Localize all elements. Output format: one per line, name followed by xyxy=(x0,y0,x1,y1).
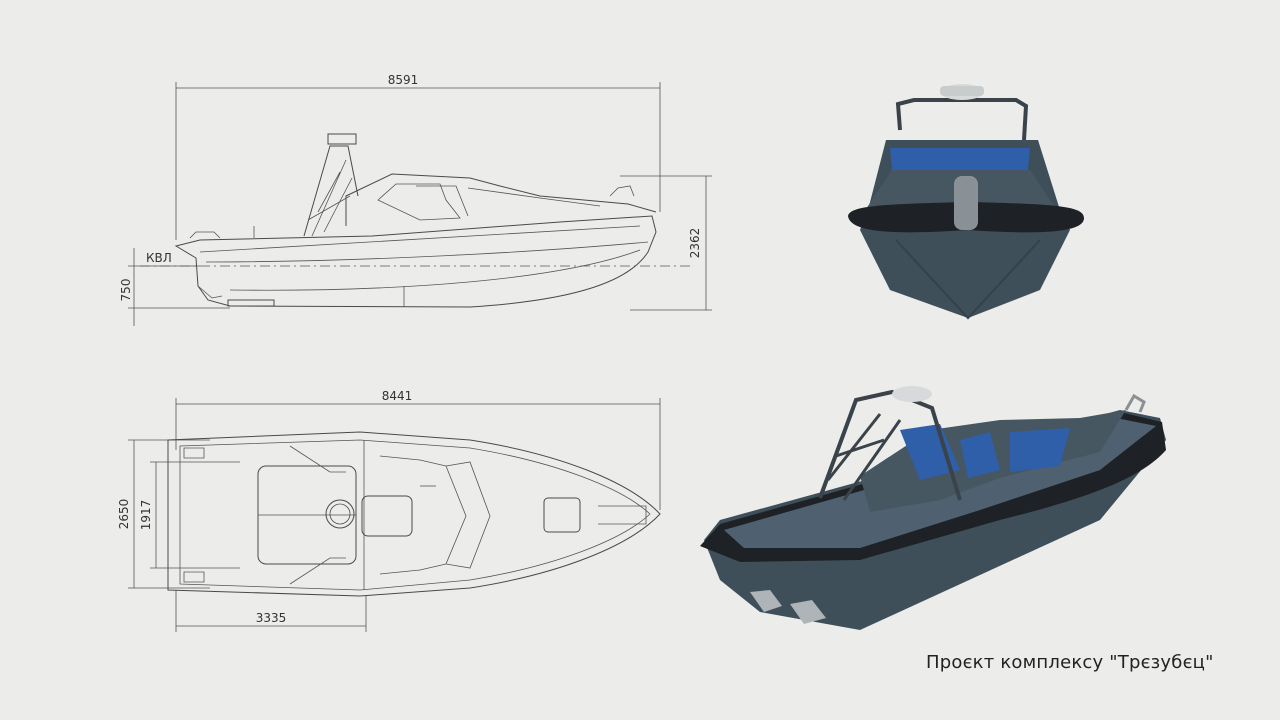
waterline-label: КВЛ xyxy=(146,251,172,265)
draft-label: 750 xyxy=(119,279,133,302)
side-view: 8591 2362 750 КВЛ xyxy=(119,73,712,326)
top-view: 8441 2650 1917 3335 xyxy=(117,389,661,632)
top-length-label: 8441 xyxy=(382,389,413,403)
project-caption: Проєкт комплексу "Трєзубєц" xyxy=(926,652,1214,673)
side-length-label: 8591 xyxy=(388,73,419,87)
side-cabin-outline xyxy=(345,173,657,226)
top-hull-outline xyxy=(167,431,661,597)
side-hull-outline xyxy=(174,215,657,308)
beam-label: 2650 xyxy=(117,499,131,530)
side-height-label: 2362 xyxy=(688,228,702,259)
front-view-render xyxy=(848,84,1084,320)
inner-beam-label: 1917 xyxy=(139,500,153,531)
side-mast xyxy=(303,145,359,237)
cockpit-length-label: 3335 xyxy=(256,611,287,625)
perspective-view-render xyxy=(700,386,1166,630)
